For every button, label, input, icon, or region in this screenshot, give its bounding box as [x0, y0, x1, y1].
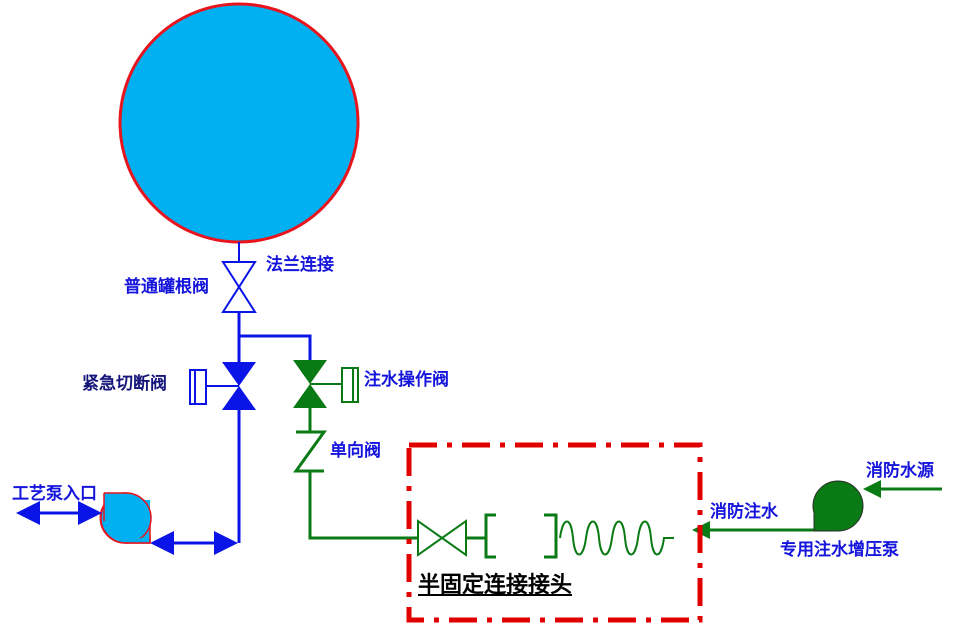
- emergency-valve-label: 紧急切断阀: [82, 374, 167, 394]
- gate-valve-symbol: [417, 519, 467, 557]
- process-pump: [99, 492, 152, 544]
- fire-water-source-label: 消防水源: [866, 461, 934, 481]
- process-pump-inlet-label: 工艺泵入口: [12, 484, 97, 504]
- tank-root-valve-symbol: [221, 261, 257, 313]
- flange-label: 法兰连接: [266, 255, 334, 275]
- semi-fixed-joint-label: 半固定连接接头: [418, 573, 573, 598]
- quick-coupling-symbol: [484, 513, 558, 559]
- check-valve-label: 单向阀: [330, 441, 381, 461]
- tank-root-valve-label: 普通罐根阀: [124, 277, 209, 297]
- green-header-line: [308, 471, 418, 540]
- booster-pump: [812, 480, 864, 532]
- booster-pump-label: 专用注水增压泵: [780, 540, 899, 560]
- storage-tank: [118, 2, 360, 244]
- check-valve-symbol: [293, 430, 327, 473]
- flexible-hose: [559, 520, 674, 556]
- fill-valve-symbol: [293, 360, 359, 408]
- emergency-valve-symbol: [189, 362, 256, 410]
- fill-valve-label: 注水操作阀: [364, 370, 449, 390]
- fire-water-injection-label: 消防注水: [710, 502, 778, 522]
- blue-branch-line: [239, 334, 312, 360]
- semi-fixed-joint-boundary: [406, 442, 703, 623]
